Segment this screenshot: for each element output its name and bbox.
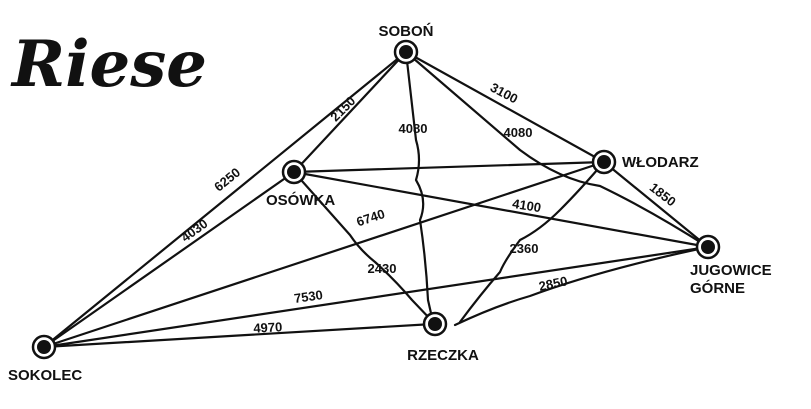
node-labels: SOBOŃ WŁODARZ OSÓWKA JUGOWICE GÓRNE RZEC… <box>8 23 776 384</box>
distance-label: 2850 <box>537 273 568 294</box>
node-rzeczka <box>422 311 448 337</box>
edge-sokolec-wlodarz <box>42 160 606 349</box>
node-label-jugowice-line2: GÓRNE <box>690 279 745 297</box>
logo-title: Riese <box>10 27 207 102</box>
distance-label: 6740 <box>355 206 387 229</box>
distance-label: 4970 <box>253 319 283 335</box>
node-label-osowka: OSÓWKA <box>266 191 335 209</box>
node-jugowice <box>695 234 721 260</box>
node-label-sokolec: SOKOLEC <box>8 367 82 384</box>
edges <box>42 50 710 349</box>
distance-label: 7530 <box>293 287 324 306</box>
distance-label: 2430 <box>368 261 397 276</box>
edge-osowka-wlodarz <box>292 160 606 174</box>
node-label-jugowice: JUGOWICE GÓRNE <box>690 262 776 297</box>
distance-label: 4080 <box>504 125 533 140</box>
edge-rzeczka-jugowice <box>453 245 710 327</box>
node-sobon <box>393 39 419 65</box>
edge-osowka-jugowice <box>292 170 710 249</box>
distance-label: 3100 <box>488 80 521 107</box>
nodes <box>31 39 721 360</box>
edge-sobon-osowka <box>292 50 408 174</box>
node-label-sobon: SOBOŃ <box>378 23 433 40</box>
node-label-rzeczka: RZECZKA <box>407 347 479 364</box>
edge-sokolec-rzeczka <box>42 322 435 349</box>
node-label-wlodarz: WŁODARZ <box>622 154 699 171</box>
edge-sobon-jugowice <box>404 50 710 249</box>
edge-wlodarz-rzeczka <box>458 160 606 324</box>
edge-sokolec-jugowice <box>42 245 710 349</box>
edge-wlodarz-jugowice <box>602 160 710 249</box>
node-label-jugowice-line1: JUGOWICE <box>690 262 772 279</box>
edge-sobon-wlodarz <box>404 50 606 164</box>
edge-sokolec-sobon <box>42 50 408 349</box>
node-wlodarz <box>591 149 617 175</box>
edge-sobon-rzeczka <box>404 50 435 324</box>
distance-label: 1850 <box>647 180 679 210</box>
distance-label: 4080 <box>399 121 428 136</box>
node-sokolec <box>31 334 57 360</box>
distance-label: 2360 <box>510 241 539 256</box>
edge-osowka-sokolec <box>42 170 296 349</box>
distance-label: 4100 <box>511 196 542 215</box>
node-osowka <box>281 159 307 185</box>
